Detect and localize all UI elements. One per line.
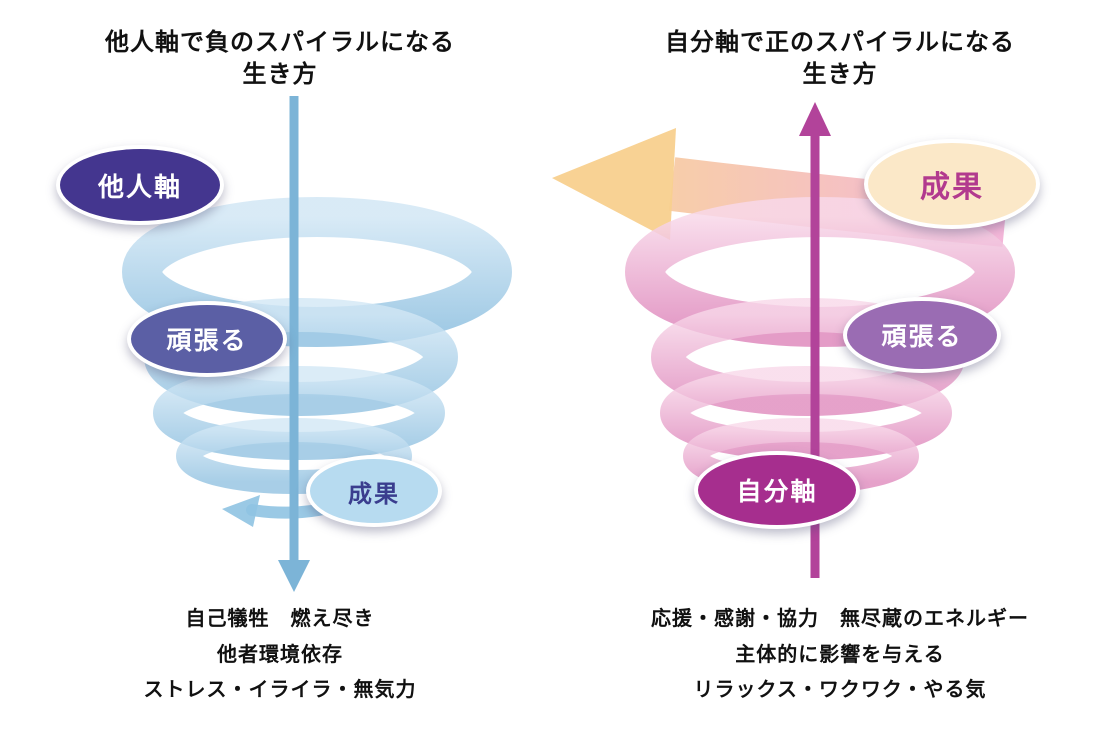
right-outcome-line1: 応援・感謝・協力 無尽蔵のエネルギー <box>651 606 1029 630</box>
down-arrow-head <box>278 560 310 592</box>
up-arrow-head <box>799 102 831 136</box>
left-outcome-line3: ストレス・イライラ・無気力 <box>143 677 417 702</box>
badge-result-left-label: 成果 <box>348 479 400 508</box>
badge-self-axis: 自分軸 <box>694 451 860 529</box>
right-outcome-line2: 主体的に影響を与える <box>735 641 945 666</box>
down-arrow <box>278 96 310 592</box>
positive-spiral-loop-3 <box>660 366 952 460</box>
right-outcomes: 応援・感謝・協力 無尽蔵のエネルギー 主体的に影響を与える リラックス・ワクワク… <box>560 601 1120 708</box>
badge-result-left: 成果 <box>306 455 442 527</box>
badge-other-axis: 他人軸 <box>56 145 224 225</box>
negative-spiral-loop-3 <box>153 366 445 460</box>
negative-spiral-tail-arrowhead <box>222 495 260 527</box>
left-panel-title-line1: 他人軸で負のスパイラルになる <box>105 28 455 56</box>
badge-effort-left-label: 頑張る <box>166 326 248 355</box>
right-panel-title-line2: 生き方 <box>802 60 878 89</box>
left-outcome-line2: 他者環境依存 <box>217 641 343 666</box>
badge-other-axis-label: 他人軸 <box>97 172 182 203</box>
badge-effort-right: 頑張る <box>843 297 1001 373</box>
badge-effort-left: 頑張る <box>127 301 287 377</box>
left-outcomes: 自己犠牲 燃え尽き 他者環境依存 ストレス・イライラ・無気力 <box>0 601 560 708</box>
left-outcome-line1: 自己犠牲 燃え尽き <box>185 606 375 630</box>
big-left-arrow-head <box>552 128 676 240</box>
badge-self-axis-label: 自分軸 <box>736 477 818 506</box>
right-panel-title-line1: 自分軸で正のスパイラルになる <box>665 28 1015 56</box>
left-panel-title-line2: 生き方 <box>242 60 318 89</box>
right-outcome-line3: リラックス・ワクワク・やる気 <box>693 677 987 702</box>
badge-result-right-label: 成果 <box>920 170 984 205</box>
badge-result-right: 成果 <box>864 139 1040 229</box>
badge-effort-right-label: 頑張る <box>881 322 963 351</box>
left-panel-title: 他人軸で負のスパイラルになる 生き方 <box>0 26 560 91</box>
right-panel-title: 自分軸で正のスパイラルになる 生き方 <box>560 26 1120 91</box>
negative-spiral <box>122 197 512 527</box>
